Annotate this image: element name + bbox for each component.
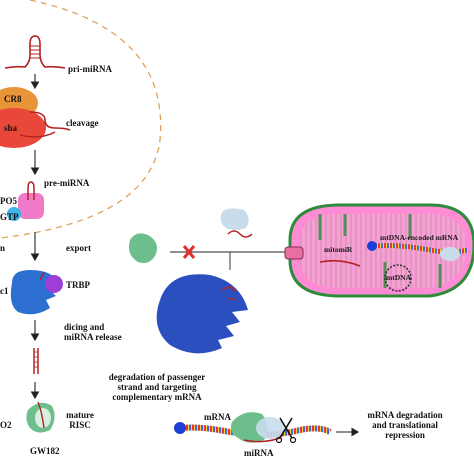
dicer-complex [10,270,63,315]
label-mirna: miRNA [244,448,274,458]
label-mrna-degradation: mRNA degradation and translational repre… [367,410,443,440]
pri-mirna-hairpin [4,35,66,69]
label-dicing: dicing and miRNA release [64,322,122,342]
drosha-protein [0,108,46,148]
label-drosha: sha [4,123,18,133]
label-mtdna-mrna: mtDNA-encoded mRNA [380,233,459,242]
rangtp-sphere [7,207,21,221]
label-mitomir: mitomiR [324,245,353,254]
label-xpo5: PO5 [0,196,17,206]
nucleus-boundary [0,0,162,239]
risc-complex [26,401,55,433]
label-degradation-targeting: degradation of passenger strand and targ… [108,372,206,402]
target-mrna-complex [174,412,332,444]
mtdna-ring [384,264,412,292]
label-export: export [66,243,91,253]
label-dgcr8: CR8 [4,94,22,104]
label-dicer: c1 [0,286,9,296]
label-mrna: mRNA [204,412,231,422]
trbp-protein [45,275,63,293]
inhibition-mark [182,245,196,259]
label-mature-risc: mature RISC [66,410,94,430]
cytoplasm-protein-b [220,208,249,230]
label-pre-mirna: pre-miRNA [44,178,90,188]
microprocessor-complex [0,87,71,148]
exportin-complex [7,181,44,221]
label-gw182: GW182 [30,446,60,456]
xpo5-protein [18,193,44,219]
label-cleavage: cleavage [66,118,99,128]
dicer-cytoplasm [156,274,248,354]
label-pri-mirna: pri-miRNA [68,64,112,74]
label-trbp: TRBP [66,280,91,290]
scissors-icon [275,417,297,444]
cytoplasm-protein-a [129,233,157,263]
mirna-duplex [33,348,39,374]
label-rangtp: GTP [0,212,19,222]
mitochondrion [284,203,474,298]
import-channel [284,246,304,260]
label-export-left: n [0,243,6,253]
label-mtdna: mtDNA [386,273,411,282]
label-ago2: O2 [0,420,12,430]
